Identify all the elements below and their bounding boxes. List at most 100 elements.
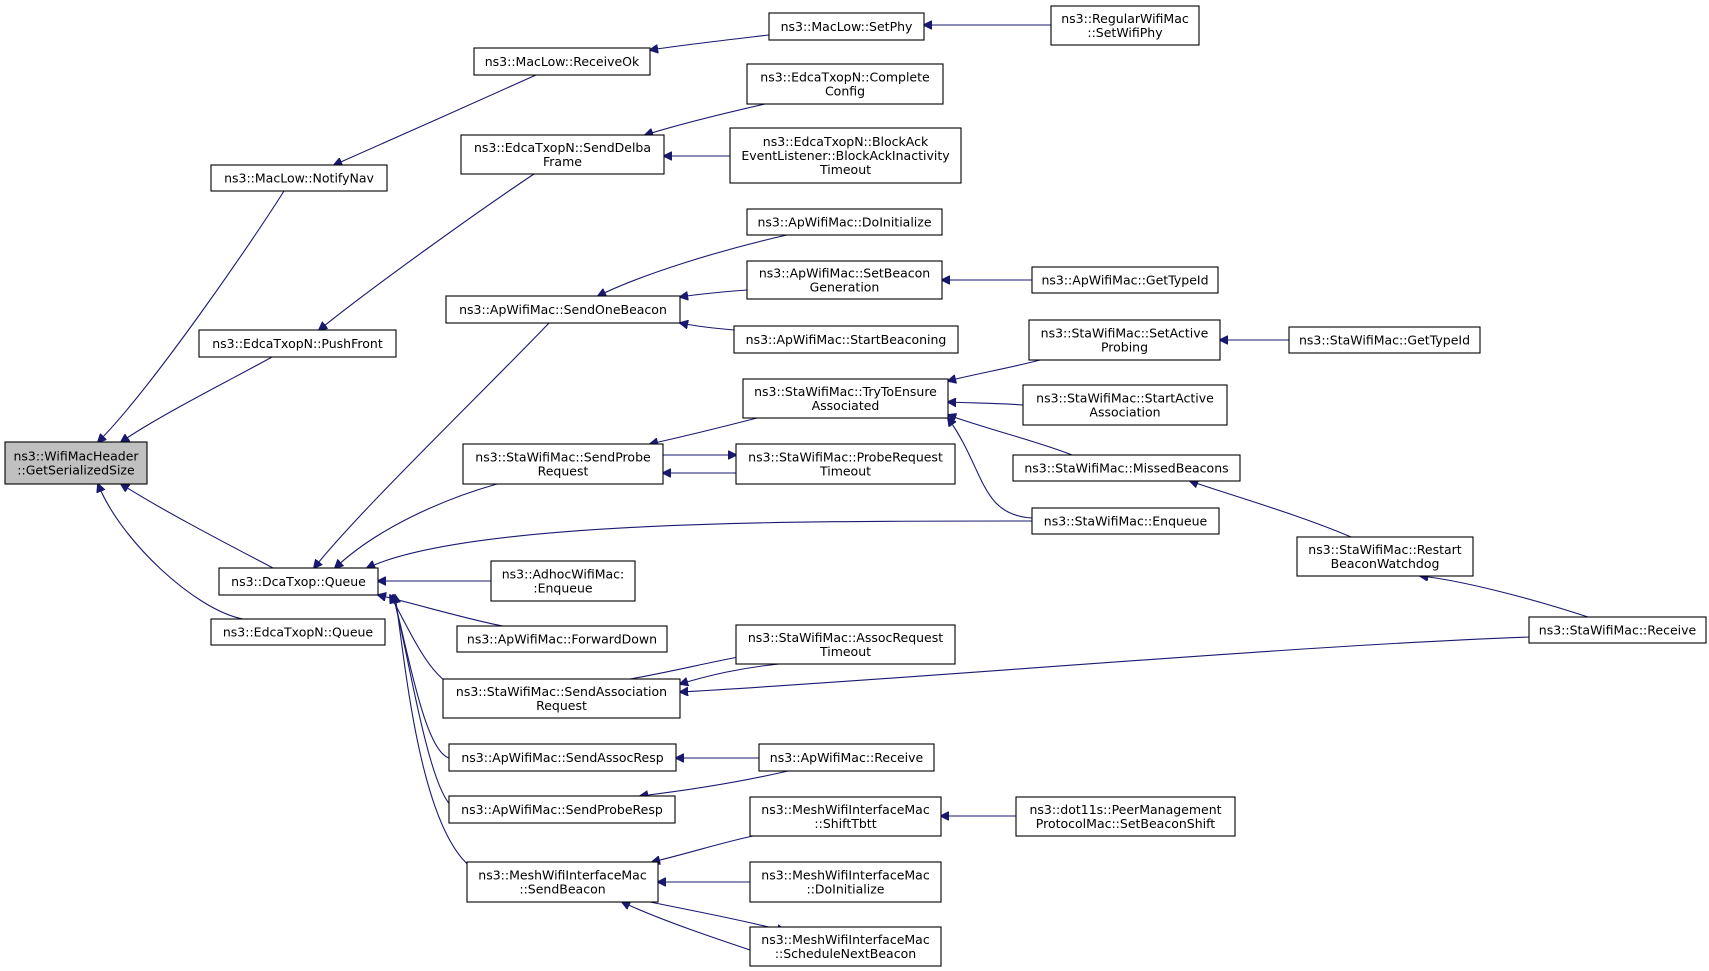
node-box — [742, 378, 949, 419]
edge-line — [640, 770, 789, 796]
node-label-line: ns3::EdcaTxopN::BlockAck — [763, 134, 929, 149]
node-notifynav[interactable]: ns3::MacLow::NotifyNav — [210, 164, 388, 192]
edge-sendprobereq-to-dcaqueue — [335, 483, 498, 568]
node-box — [746, 208, 943, 236]
node-missedbeacons[interactable]: ns3::StaWifiMac::MissedBeacons — [1012, 454, 1241, 482]
edge-staenqueue-to-dcaqueue — [367, 520, 1033, 568]
node-label-line: ns3::MeshWifiInterfaceMac — [761, 802, 930, 817]
node-label-line: Association — [1089, 405, 1160, 420]
edge-line — [629, 655, 749, 680]
edge-line — [948, 415, 1073, 456]
node-label-line: Timeout — [819, 644, 871, 659]
edge-sendassocreq-to-assocreqtimeout — [629, 655, 749, 680]
node-edcaqueue[interactable]: ns3::EdcaTxopN::Queue — [210, 618, 386, 646]
node-setphy[interactable]: ns3::MacLow::SetPhy — [768, 12, 925, 41]
edge-setbeacongen-to-sendonebeacon — [680, 289, 748, 297]
edge-staenqueue-to-trytoensure — [948, 418, 1033, 519]
edge-sendproberesp-to-dcaqueue — [393, 595, 457, 810]
node-label-line: ns3::ApWifiMac::StartBeaconing — [746, 332, 947, 347]
node-peermgmt[interactable]: ns3::dot11s::PeerManagementProtocolMac::… — [1015, 796, 1236, 837]
node-box — [210, 618, 386, 646]
node-label-line: ns3::EdcaTxopN::Complete — [760, 70, 930, 85]
node-label-line: ::ScheduleNextBeacon — [775, 946, 916, 961]
node-label-line: ns3::ApWifiMac::SetBeacon — [759, 266, 930, 281]
node-box — [768, 12, 925, 41]
node-label-line: ::GetSerializedSize — [17, 463, 135, 478]
node-meshdoinit[interactable]: ns3::MeshWifiInterfaceMac::DoInitialize — [749, 861, 942, 903]
node-box — [733, 325, 959, 354]
node-label-line: EventListener::BlockAckInactivity — [741, 148, 950, 163]
node-label-line: ns3::MacLow::ReceiveOk — [485, 54, 640, 69]
node-label-line: Frame — [543, 154, 582, 169]
node-sendproberesp[interactable]: ns3::ApWifiMac::SendProbeResp — [448, 795, 676, 824]
node-adhocenqueue[interactable]: ns3::AdhocWifiMac::Enqueue — [490, 560, 636, 602]
node-apgettypeid[interactable]: ns3::ApWifiMac::GetTypeId — [1031, 266, 1219, 294]
node-box — [729, 127, 962, 184]
edge-meshsendbeacon-to-dcaqueue — [395, 595, 479, 873]
node-label-line: ProtocolMac::SetBeaconShift — [1036, 816, 1216, 831]
node-staenqueue[interactable]: ns3::StaWifiMac::Enqueue — [1031, 507, 1220, 535]
edge-stareceive-to-restartwatchdog — [1420, 576, 1589, 618]
node-label-line: ns3::WifiMacHeader — [13, 449, 139, 464]
node-shifttbtt[interactable]: ns3::MeshWifiInterfaceMac::ShiftTbtt — [749, 796, 942, 837]
node-label-line: Timeout — [819, 162, 871, 177]
node-box — [466, 861, 659, 903]
node-startbeaconing[interactable]: ns3::ApWifiMac::StartBeaconing — [733, 325, 959, 354]
node-label-line: :Enqueue — [533, 581, 593, 596]
node-blockacktimeout[interactable]: ns3::EdcaTxopN::BlockAckEventListener::B… — [729, 127, 962, 184]
node-box — [473, 47, 651, 76]
node-label-line: Probing — [1101, 340, 1148, 355]
node-label-line: ns3::ApWifiMac::SendAssocResp — [461, 750, 663, 765]
node-label-line: ns3::MeshWifiInterfaceMac — [478, 868, 647, 883]
node-stagettypeid[interactable]: ns3::StaWifiMac::GetTypeId — [1288, 326, 1481, 354]
node-label-line: Timeout — [819, 464, 871, 479]
node-label-line: ns3::MacLow::NotifyNav — [224, 171, 374, 186]
node-box — [456, 625, 668, 653]
edge-line — [622, 902, 766, 956]
edge-dcaqueue-to-root — [121, 484, 274, 569]
node-regsetwifiphy[interactable]: ns3::RegularWifiMac::SetWifiPhy — [1050, 5, 1200, 46]
edge-apreceive-to-sendproberesp — [640, 770, 789, 796]
edge-line — [680, 289, 748, 297]
edge-line — [319, 173, 535, 330]
edge-shifttbtt-to-meshsendbeacon — [652, 835, 754, 862]
node-label-line: ns3::StaWifiMac::TryToEnsure — [754, 384, 937, 399]
node-pushfront[interactable]: ns3::EdcaTxopN::PushFront — [198, 329, 397, 358]
node-sendonebeacon[interactable]: ns3::ApWifiMac::SendOneBeacon — [445, 295, 681, 324]
node-meshsendbeacon[interactable]: ns3::MeshWifiInterfaceMac::SendBeacon — [466, 861, 659, 903]
node-box — [1031, 507, 1220, 535]
node-sendassocresp[interactable]: ns3::ApWifiMac::SendAssocResp — [448, 743, 677, 772]
node-receiveok[interactable]: ns3::MacLow::ReceiveOk — [473, 47, 651, 76]
node-apreceive[interactable]: ns3::ApWifiMac::Receive — [758, 743, 935, 772]
node-box — [448, 743, 677, 772]
node-apdoinit[interactable]: ns3::ApWifiMac::DoInitialize — [746, 208, 943, 236]
node-forwarddown[interactable]: ns3::ApWifiMac::ForwardDown — [456, 625, 668, 653]
node-dcaqueue[interactable]: ns3::DcaTxop::Queue — [218, 567, 379, 596]
edge-receiveok-to-notifynav — [334, 74, 537, 165]
node-stareceive[interactable]: ns3::StaWifiMac::Receive — [1528, 616, 1707, 644]
node-box — [462, 443, 664, 485]
node-label-line: ::SendBeacon — [519, 882, 605, 897]
node-label-line: ns3::StaWifiMac::AssocRequest — [748, 630, 943, 645]
node-box — [735, 624, 956, 665]
edge-line — [680, 663, 780, 684]
node-box — [442, 678, 681, 719]
edge-setphy-to-receiveok — [650, 34, 770, 50]
node-box — [1528, 616, 1707, 644]
node-label-line: ::SetWifiPhy — [1087, 25, 1163, 40]
node-root[interactable]: ns3::WifiMacHeader::GetSerializedSize — [4, 441, 148, 485]
node-box — [1050, 5, 1200, 46]
node-schednextbeacon[interactable]: ns3::MeshWifiInterfaceMac::ScheduleNextB… — [749, 926, 942, 967]
